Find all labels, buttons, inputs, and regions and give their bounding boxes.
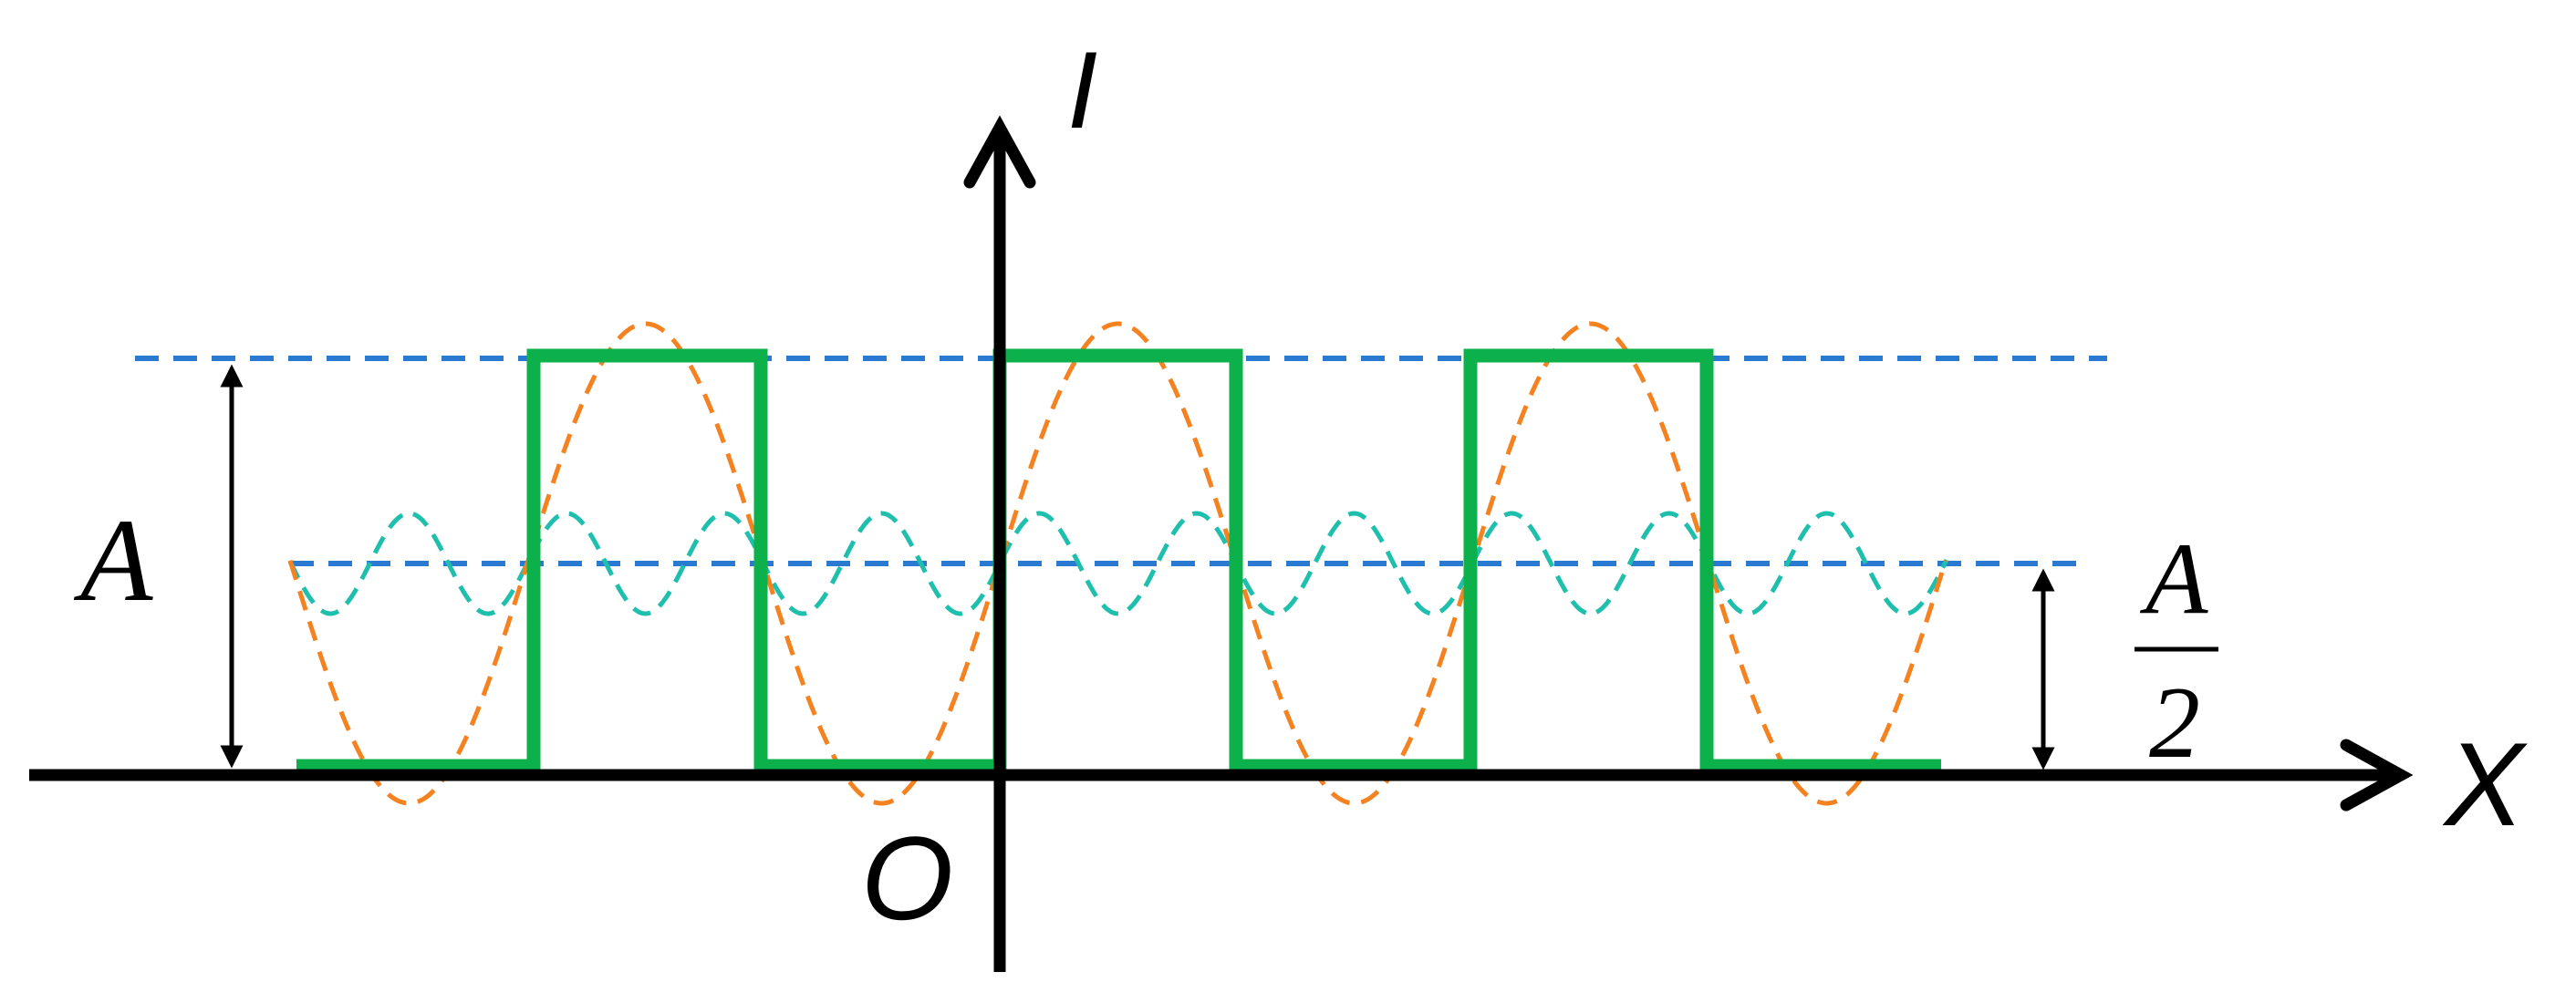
x-axis-arrowhead — [2340, 739, 2414, 812]
y-axis-label: I — [1067, 29, 1097, 151]
amplitude-label: A — [73, 495, 153, 626]
x-axis-label: X — [2442, 718, 2528, 851]
fundamental-wave — [287, 321, 1948, 806]
origin-label: O — [861, 812, 953, 945]
square-wave — [296, 348, 1941, 773]
y-axis-arrowhead — [963, 115, 1036, 189]
half-amplitude-denominator: 2 — [2149, 667, 2200, 780]
harmonic-wave — [287, 511, 1949, 616]
half-amplitude-numerator: A — [2139, 522, 2208, 636]
